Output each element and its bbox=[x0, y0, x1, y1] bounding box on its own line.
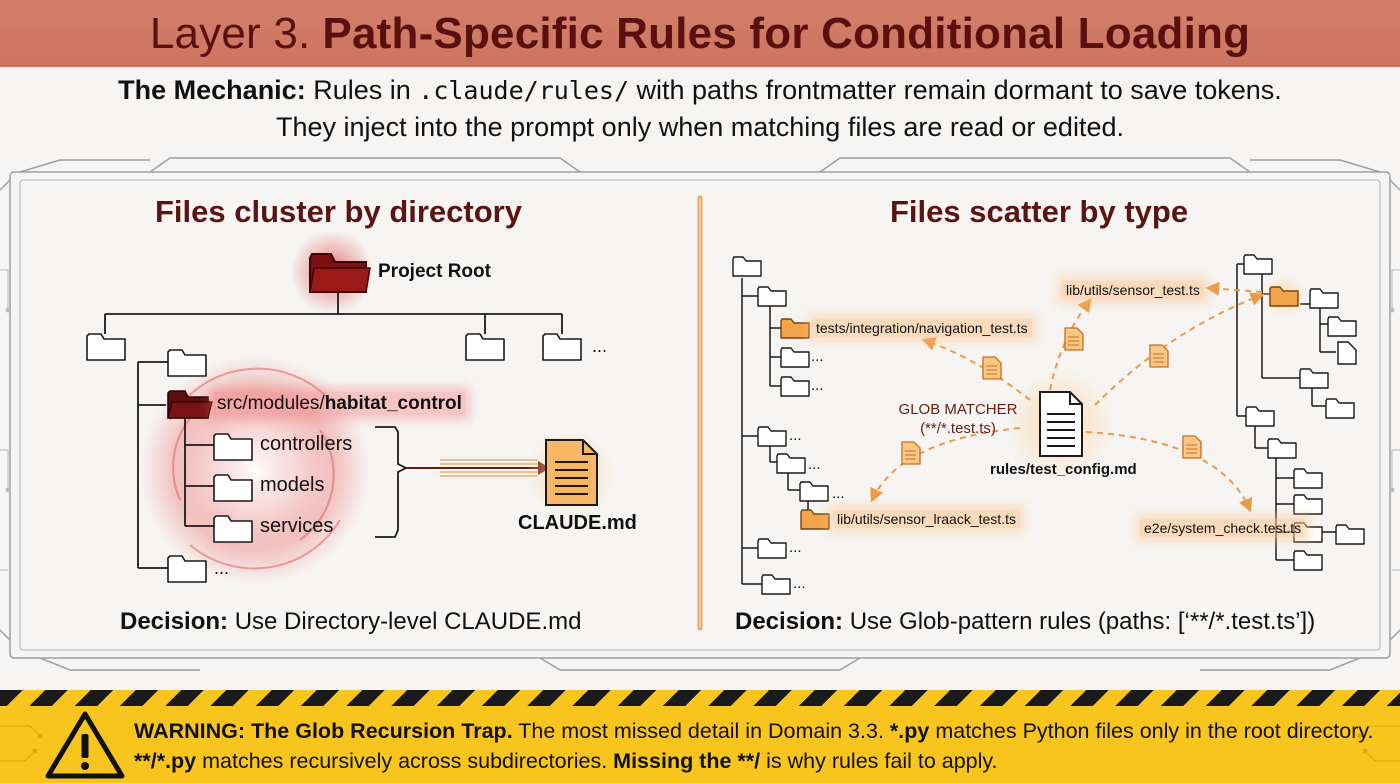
left-panel-title: Files cluster by directory bbox=[155, 194, 522, 229]
file-icon bbox=[1337, 341, 1357, 365]
folder-icon bbox=[732, 256, 762, 277]
matched-file-sensor: lib/utils/sensor_test.ts bbox=[1062, 281, 1204, 299]
project-root-label: Project Root bbox=[378, 261, 491, 282]
mechanic-text-b: with paths frontmatter remain dormant to… bbox=[636, 75, 1282, 105]
test-file-icon bbox=[1149, 344, 1169, 368]
matched-file-navigation: tests/integration/navigation_test.ts bbox=[812, 319, 1032, 337]
folder-icon bbox=[1293, 494, 1323, 515]
folder-icon bbox=[1327, 316, 1357, 337]
folder-icon bbox=[542, 333, 582, 361]
glob-matcher-pattern: (**/*.test.ts) bbox=[920, 420, 996, 437]
folder-icon bbox=[1325, 398, 1355, 419]
warning-text-2: matches Python files only in the root di… bbox=[935, 719, 1374, 743]
title-prefix: Layer 3. bbox=[149, 8, 311, 58]
title-band: Layer 3. Path-Specific Rules for Conditi… bbox=[0, 0, 1400, 67]
ellipsis: ... bbox=[811, 348, 824, 365]
test-file-icon bbox=[1064, 327, 1084, 351]
left-decision-label: Decision: bbox=[120, 608, 229, 635]
left-tree bbox=[86, 230, 615, 585]
left-decision: Decision: Use Directory-level CLAUDE.md bbox=[120, 608, 581, 636]
matched-file-label: lib/utils/sensor_lraack_test.ts bbox=[833, 510, 1020, 528]
warning-circuit-decoration bbox=[0, 711, 1400, 779]
ellipsis: ... bbox=[832, 485, 845, 502]
right-panel-title: Files scatter by type bbox=[890, 194, 1189, 229]
hazard-stripe bbox=[0, 690, 1400, 706]
ellipsis: ... bbox=[808, 456, 821, 473]
folder-icon bbox=[167, 349, 207, 377]
right-decision: Decision: Use Glob-pattern rules (paths:… bbox=[735, 608, 1315, 636]
mechanic-description: The Mechanic: Rules in .claude/rules/ wi… bbox=[0, 72, 1400, 145]
ellipsis: ... bbox=[789, 427, 802, 444]
folder-icon bbox=[1245, 406, 1275, 427]
folder-icon bbox=[1267, 438, 1297, 459]
ellipsis: ... bbox=[789, 539, 802, 556]
ellipsis: ... bbox=[592, 336, 608, 356]
mechanic-label: The Mechanic: bbox=[118, 75, 306, 105]
warning-triangle-icon bbox=[45, 711, 125, 779]
panel-frame bbox=[0, 157, 1400, 671]
ellipsis: ... bbox=[811, 377, 824, 394]
subfolder-services-label: services bbox=[260, 515, 334, 537]
claude-md-label: CLAUDE.md bbox=[518, 512, 637, 534]
test-file-icon bbox=[982, 356, 1002, 380]
mechanic-line-2: They inject into the prompt only when ma… bbox=[276, 112, 1124, 142]
folder-icon bbox=[780, 347, 810, 368]
warning-text-3: matches recursively across subdirectorie… bbox=[202, 749, 608, 773]
matched-file-label: lib/utils/sensor_test.ts bbox=[1062, 281, 1204, 299]
folder-icon bbox=[1299, 368, 1329, 389]
claude-md-file-icon bbox=[545, 439, 598, 506]
test-file-icon bbox=[901, 441, 921, 465]
right-tree bbox=[732, 254, 1365, 595]
warning-label: WARNING: The Glob Recursion Trap. bbox=[134, 719, 513, 743]
module-path-label: src/modules/habitat_control bbox=[214, 392, 465, 415]
matched-folder-icon bbox=[780, 318, 810, 339]
warning-code-2: **/*.py bbox=[134, 749, 197, 773]
matched-file-label: e2e/system_check.test.ts bbox=[1140, 519, 1306, 537]
right-decision-text: Use Glob-pattern rules (paths: [‘**/*.te… bbox=[849, 608, 1316, 635]
page-title: Path-Specific Rules for Conditional Load… bbox=[322, 8, 1251, 58]
subfolder-models-label: models bbox=[260, 474, 325, 496]
folder-icon bbox=[780, 376, 810, 397]
folder-icon bbox=[757, 286, 787, 307]
mechanic-text-a: Rules in bbox=[313, 75, 411, 105]
matched-folder-icon bbox=[800, 509, 830, 530]
folder-icon bbox=[1335, 524, 1365, 545]
folder-icon bbox=[757, 426, 787, 447]
warning-text-4: is why rules fail to apply. bbox=[766, 749, 998, 773]
matched-file-e2e: e2e/system_check.test.ts bbox=[1140, 519, 1306, 537]
glob-matcher-title: GLOB MATCHER bbox=[898, 401, 1018, 418]
warning-code-1: *.py bbox=[889, 719, 930, 743]
left-decision-text: Use Directory-level CLAUDE.md bbox=[234, 608, 582, 635]
glob-matcher-label: GLOB MATCHER (**/*.test.ts) bbox=[898, 400, 1018, 438]
warning-emphasis: Missing the **/ bbox=[613, 749, 761, 773]
subfolder-controllers-label: controllers bbox=[260, 433, 353, 455]
folder-icon bbox=[1243, 254, 1273, 275]
folder-icon bbox=[757, 538, 787, 559]
module-path-prefix: src/modules/ bbox=[217, 393, 325, 414]
config-file-label: rules/test_config.md bbox=[990, 461, 1137, 478]
test-file-icon bbox=[1182, 435, 1202, 459]
folder-icon bbox=[776, 453, 806, 474]
matched-file-label: tests/integration/navigation_test.ts bbox=[812, 319, 1032, 337]
folder-icon bbox=[1293, 550, 1323, 571]
folder-icon bbox=[761, 574, 791, 595]
folder-icon bbox=[1309, 288, 1339, 309]
ellipsis: ... bbox=[214, 558, 230, 578]
module-path-name: habitat_control bbox=[324, 393, 462, 414]
mechanic-line-1: The Mechanic: Rules in .claude/rules/ wi… bbox=[0, 72, 1400, 109]
folder-icon bbox=[799, 481, 829, 502]
folder-icon bbox=[86, 333, 126, 361]
rules-path-code: .claude/rules/ bbox=[418, 76, 629, 105]
warning-text-1: The most missed detail in Domain 3.3. bbox=[518, 719, 884, 743]
ellipsis: ... bbox=[793, 575, 806, 592]
folder-icon bbox=[465, 333, 505, 361]
warning-text: WARNING: The Glob Recursion Trap. The mo… bbox=[134, 716, 1384, 776]
config-file-icon bbox=[1039, 391, 1083, 457]
folder-icon bbox=[1293, 468, 1323, 489]
matched-file-sensor-track: lib/utils/sensor_lraack_test.ts bbox=[833, 510, 1020, 528]
right-decision-label: Decision: bbox=[735, 608, 844, 635]
